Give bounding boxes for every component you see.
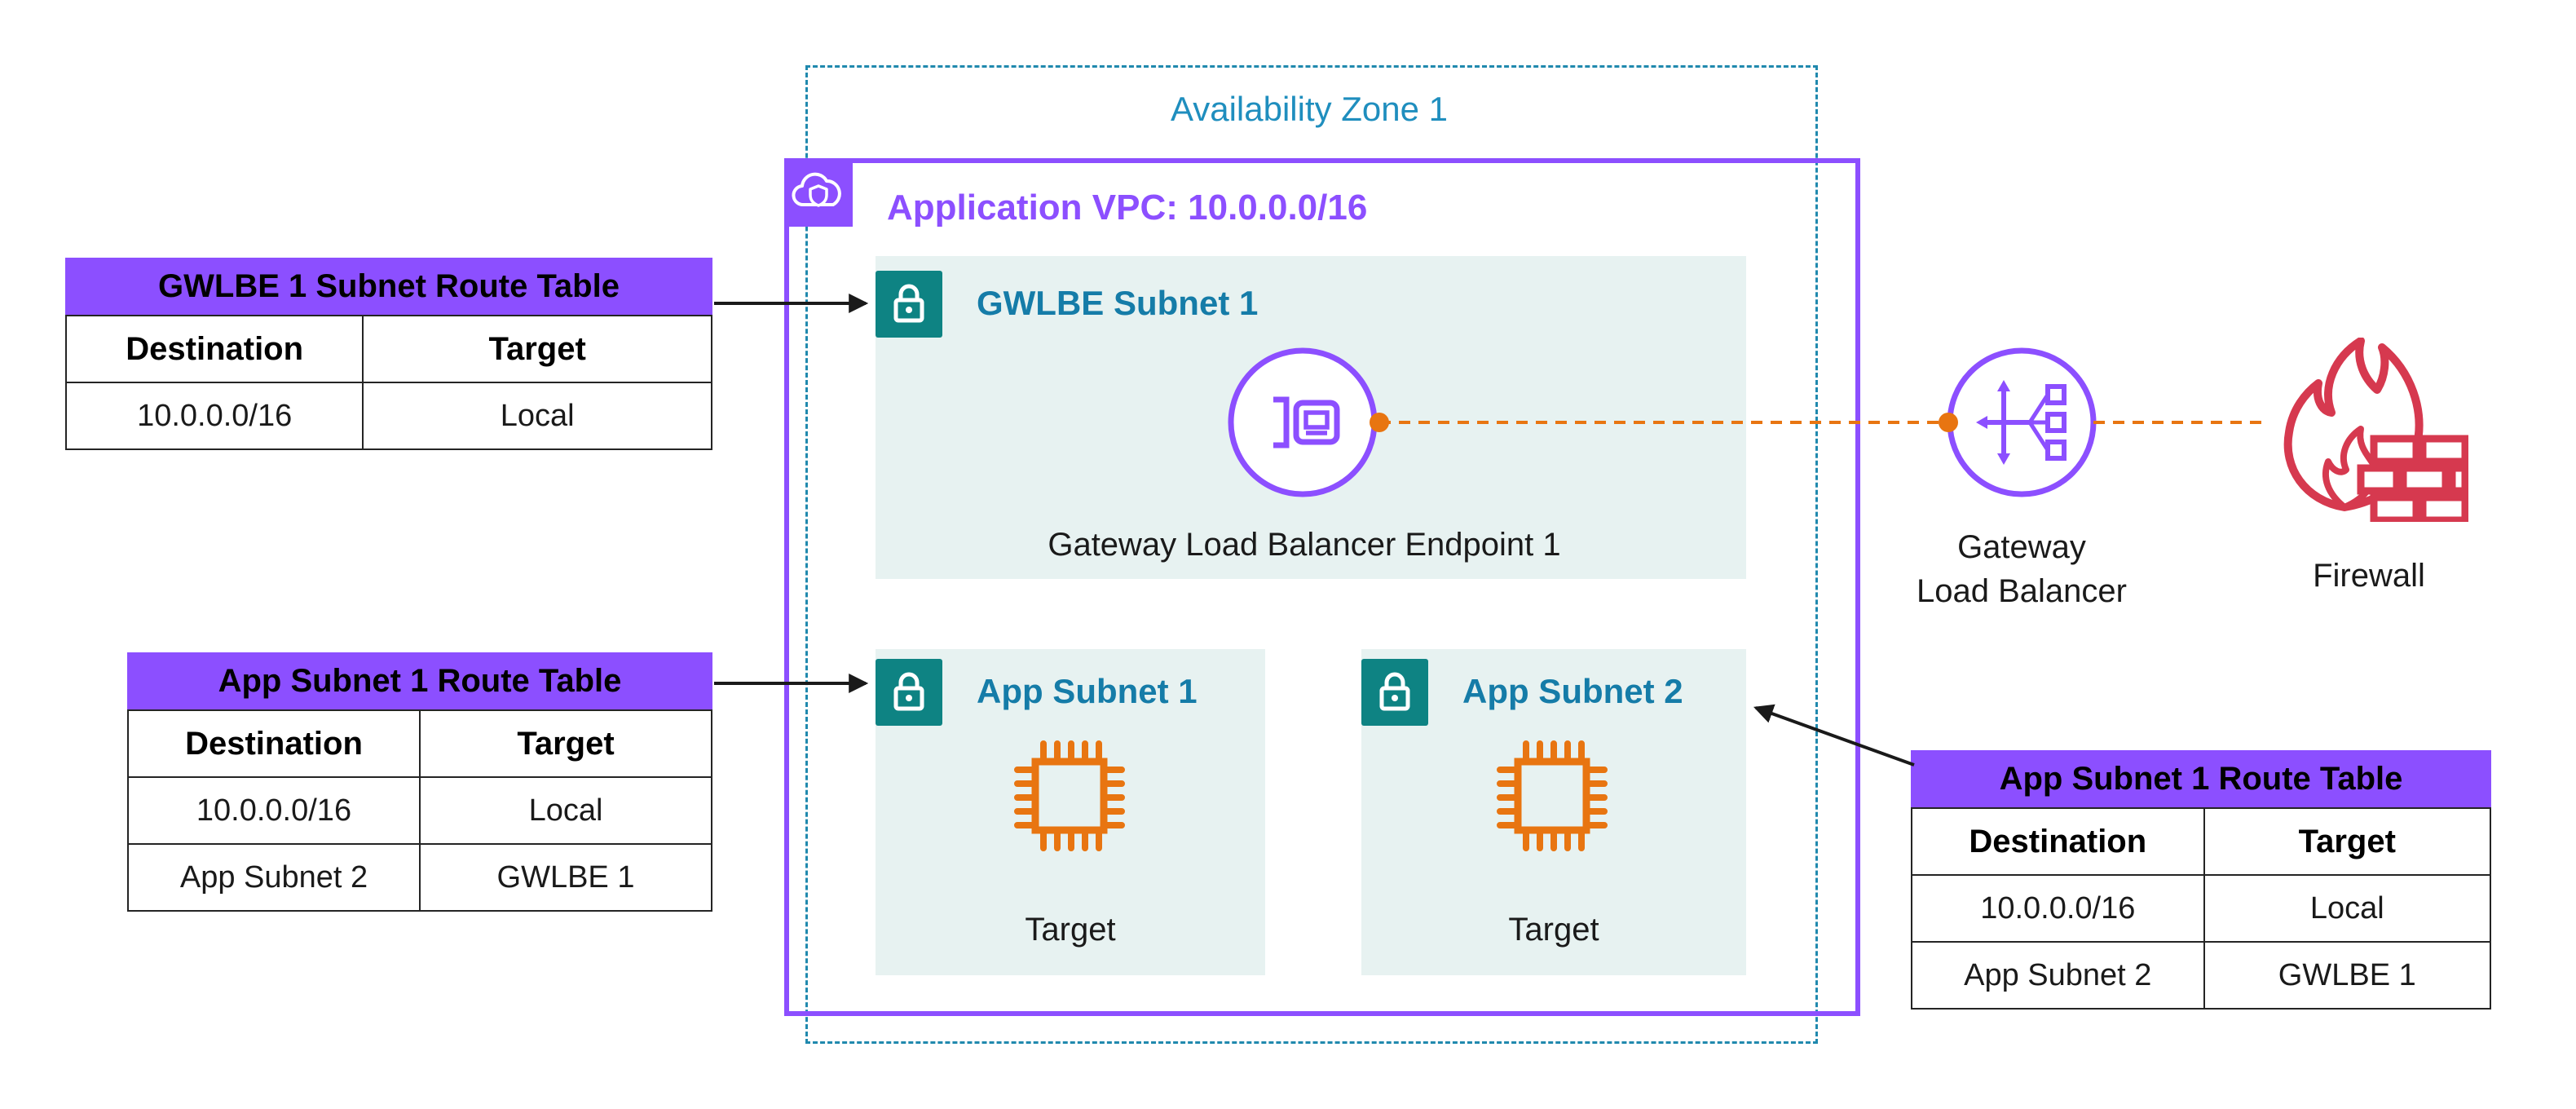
col-header-destination: Destination — [127, 709, 421, 778]
route-table-grid: Destination Target 10.0.0.0/16 Local App… — [127, 709, 712, 912]
route-table-gwlbe1: GWLBE 1 Subnet Route Table Destination T… — [64, 258, 712, 450]
table-row: 10.0.0.0/16 Local — [64, 382, 712, 450]
route-target: Local — [419, 776, 712, 845]
gwlb-label-line1: Gateway — [1957, 529, 2086, 565]
vpc-box — [784, 158, 1860, 1016]
route-table-grid: Destination Target 10.0.0.0/16 Local — [64, 315, 712, 450]
route-target: GWLBE 1 — [419, 843, 712, 912]
target-label: Target — [1508, 912, 1599, 948]
lock-icon — [1361, 659, 1428, 726]
route-destination: 10.0.0.0/16 — [127, 776, 421, 845]
gwlbe-endpoint-label: Gateway Load Balancer Endpoint 1 — [1048, 527, 1561, 563]
gateway-load-balancer-icon — [1943, 344, 2100, 501]
route-table-title: GWLBE 1 Subnet Route Table — [65, 258, 712, 315]
app-subnet-2-label: App Subnet 2 — [1462, 672, 1683, 710]
vpc-cloud-icon — [784, 158, 853, 227]
col-header-target: Target — [362, 315, 712, 383]
availability-zone-label: Availability Zone 1 — [1170, 90, 1449, 128]
lock-icon — [876, 659, 942, 726]
app-subnet-1-label: App Subnet 1 — [977, 672, 1198, 710]
route-table-title: App Subnet 1 Route Table — [1911, 750, 2491, 807]
route-destination: App Subnet 2 — [127, 843, 421, 912]
route-table-app-subnet-1: App Subnet 1 Route Table Destination Tar… — [127, 652, 712, 912]
route-table-app-subnet-2: App Subnet 1 Route Table Destination Tar… — [1911, 750, 2492, 1010]
table-row: 10.0.0.0/16 Local — [127, 776, 712, 845]
firewall-label: Firewall — [2313, 558, 2425, 594]
route-destination: 10.0.0.0/16 — [1911, 874, 2205, 943]
col-header-destination: Destination — [1911, 807, 2205, 876]
availability-zone-box — [805, 65, 1818, 1044]
gateway-load-balancer-endpoint-icon — [1226, 346, 1379, 499]
col-header-destination: Destination — [64, 315, 364, 383]
lock-icon — [876, 271, 942, 338]
route-target: GWLBE 1 — [2203, 941, 2492, 1010]
table-row: App Subnet 2 GWLBE 1 — [127, 843, 712, 912]
route-table-grid: Destination Target 10.0.0.0/16 Local App… — [1911, 807, 2492, 1010]
route-table-title: App Subnet 1 Route Table — [127, 652, 712, 709]
route-target: Local — [2203, 874, 2492, 943]
route-destination: App Subnet 2 — [1911, 941, 2205, 1010]
route-destination: 10.0.0.0/16 — [64, 382, 364, 450]
target-label: Target — [1025, 912, 1116, 948]
vpc-label: Application VPC: 10.0.0.0/16 — [887, 188, 1368, 228]
gwlb-label-line2: Load Balancer — [1917, 573, 2127, 609]
gwlbe-subnet-label: GWLBE Subnet 1 — [977, 284, 1259, 322]
route-target: Local — [362, 382, 712, 450]
table-row: 10.0.0.0/16 Local — [1911, 874, 2492, 943]
gateway-load-balancer-label: Gateway Load Balancer — [1859, 525, 2185, 613]
col-header-target: Target — [2203, 807, 2492, 876]
col-header-target: Target — [419, 709, 712, 778]
target-instance-icon — [1003, 729, 1136, 863]
target-instance-icon — [1485, 729, 1619, 863]
table-row: App Subnet 2 GWLBE 1 — [1911, 941, 2492, 1010]
firewall-icon — [2269, 337, 2469, 524]
